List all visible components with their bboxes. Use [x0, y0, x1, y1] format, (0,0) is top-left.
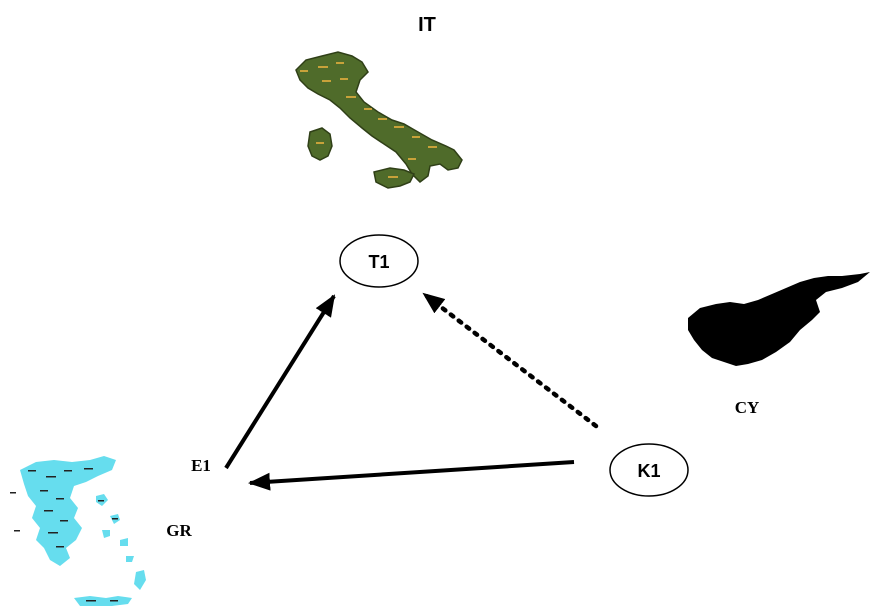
edge-k1-to-e1 [248, 460, 575, 491]
italy-mainland [295, 51, 463, 183]
node-t1: T1 [339, 234, 419, 288]
label-cy: CY [735, 398, 760, 417]
cyprus-map-icon [688, 272, 870, 366]
cyprus-shape [688, 272, 870, 366]
label-gr: GR [166, 521, 192, 540]
node-k1-label: K1 [637, 461, 660, 481]
node-e1-label: E1 [191, 456, 211, 475]
node-t1-ellipse [339, 234, 419, 288]
edge-k1-to-t1-dotted [421, 291, 599, 429]
edge-e1-to-t1 [224, 294, 336, 470]
greece-dodecanese [134, 570, 146, 590]
label-it: IT [418, 14, 436, 36]
greece-crete [74, 596, 132, 606]
node-k1-ellipse [609, 443, 689, 497]
greece-islands-east [96, 494, 134, 562]
greece-mainland [20, 456, 116, 566]
node-t1-label: T1 [368, 252, 389, 272]
italy-region-dots [300, 62, 437, 178]
italy-map-icon [295, 51, 463, 189]
node-k1: K1 [609, 443, 689, 497]
greece-town-dots [10, 468, 118, 602]
greece-map-icon [10, 456, 146, 606]
